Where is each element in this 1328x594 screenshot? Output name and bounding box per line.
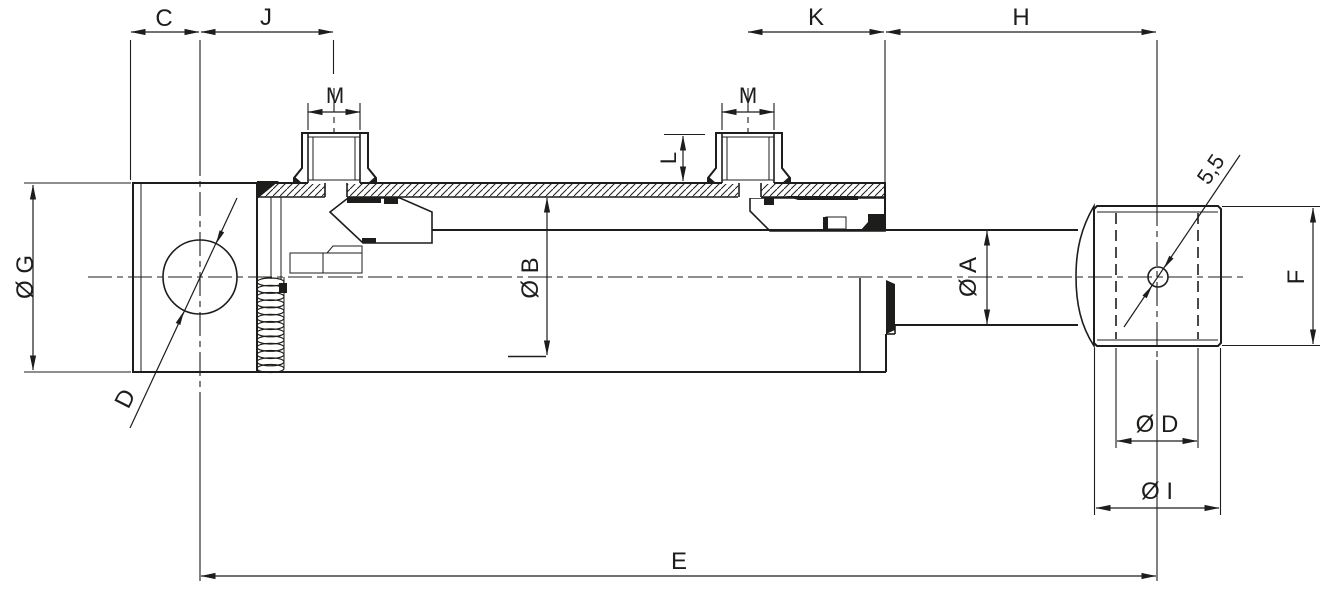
dim-label-grease-hole: 5,5 — [1192, 149, 1230, 188]
dim-label-j: J — [260, 4, 272, 31]
leader-grease-hole — [1123, 154, 1241, 328]
dim-label-dia-a: Ø A — [955, 257, 982, 297]
dim-label-dia-d: Ø D — [1136, 411, 1179, 438]
rod-gland — [749, 196, 896, 372]
extension-lines — [24, 40, 1320, 515]
leader-d — [129, 197, 238, 429]
pivot-hole — [162, 239, 238, 315]
piston — [289, 197, 433, 274]
centerlines — [88, 40, 1246, 581]
rod-wiper-seal — [886, 280, 895, 334]
rod-eye-fillet — [1075, 203, 1095, 349]
dim-label-h: H — [1012, 4, 1029, 31]
dim-label-dia-g: Ø G — [12, 255, 39, 299]
dim-label-c: C — [155, 5, 172, 32]
dimension-labels: C J K H M M L Ø G D Ø B Ø A 5,5 F Ø D Ø … — [12, 4, 1310, 575]
dim-label-l: L — [656, 152, 681, 164]
dim-label-dia-i: Ø I — [1141, 478, 1173, 505]
dim-label-f: F — [1283, 270, 1310, 285]
bellows — [256, 277, 287, 374]
dim-label-e: E — [671, 548, 687, 575]
dim-label-d: D — [110, 385, 142, 413]
rear-mount-block — [132, 181, 279, 373]
dim-label-k: K — [808, 4, 824, 31]
rod-eye — [1075, 203, 1222, 349]
dim-label-dia-b: Ø B — [517, 257, 544, 298]
piston-rod — [432, 229, 1078, 326]
dim-label-m-port2: M — [739, 83, 757, 108]
grease-hole — [1147, 266, 1169, 288]
dim-label-m-port1: M — [326, 83, 344, 108]
dimension-lines — [29, 28, 1317, 580]
